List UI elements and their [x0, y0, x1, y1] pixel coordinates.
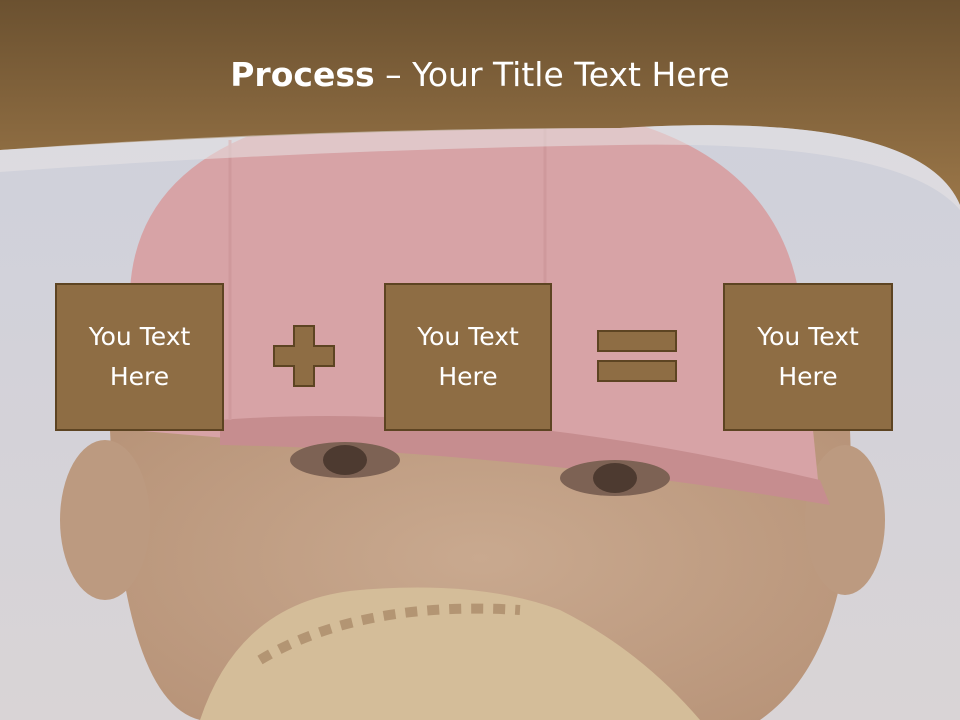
plus-icon	[273, 325, 335, 387]
title-rest: – Your Title Text Here	[374, 55, 730, 94]
process-box-3: You Text Here	[723, 283, 893, 431]
process-box-2-text: You Text Here	[417, 322, 519, 391]
process-box-2: You Text Here	[384, 283, 552, 431]
slide-title: Process – Your Title Text Here	[0, 50, 960, 100]
process-box-1: You Text Here	[55, 283, 224, 431]
header-band	[0, 0, 960, 210]
process-box-1-text: You Text Here	[88, 322, 191, 391]
title-bold: Process	[230, 55, 375, 94]
equals-icon	[597, 330, 677, 382]
process-box-3-text: You Text Here	[757, 322, 859, 391]
